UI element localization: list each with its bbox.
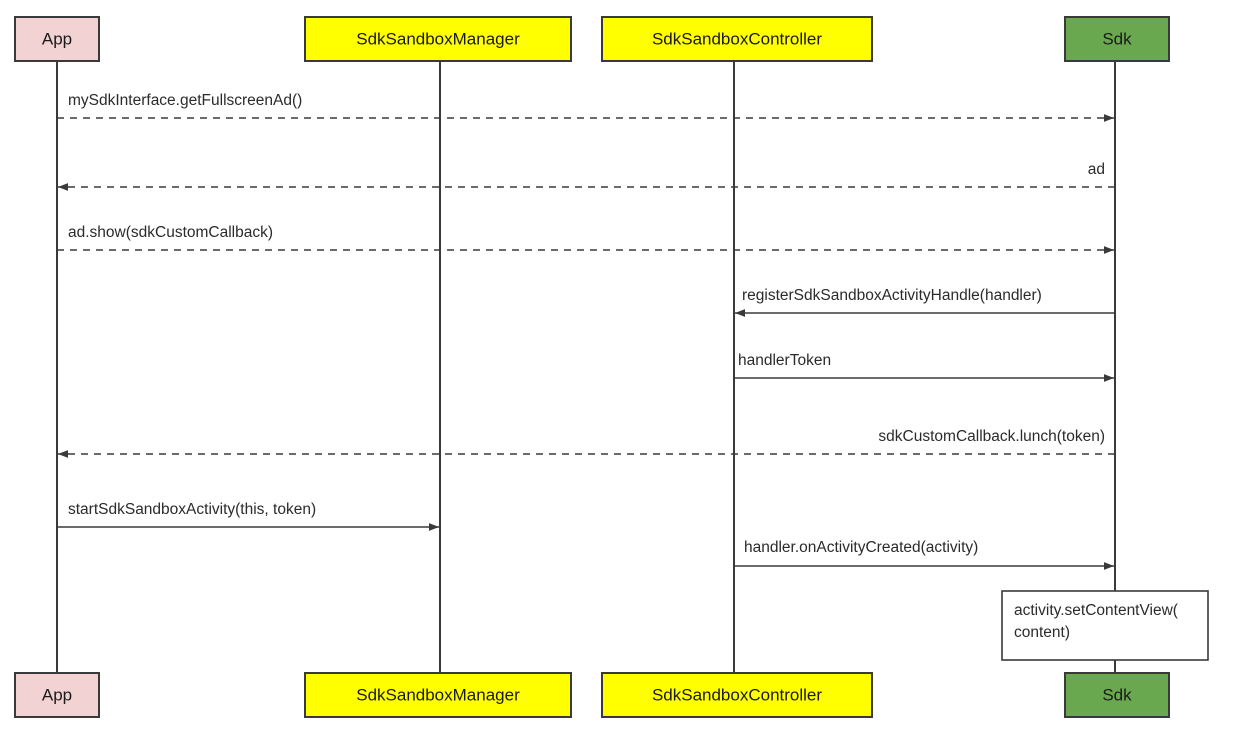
participant-label-sdk: Sdk	[1102, 685, 1132, 704]
msg-ad-show[interactable]: ad.show(sdkCustomCallback)	[57, 224, 1114, 254]
participant-label-sdk-sandbox-controller: SdkSandboxController	[652, 29, 822, 48]
participant-app-bottom[interactable]: App	[14, 672, 100, 718]
msg-register-handle[interactable]: registerSdkSandboxActivityHandle(handler…	[735, 287, 1115, 317]
participant-box-sdk[interactable]	[1064, 672, 1170, 718]
messages-layer: mySdkInterface.getFullscreenAd() ad ad.sho…	[57, 92, 1115, 570]
participant-label-app: App	[42, 685, 72, 704]
participant-sdk-sandbox-manager-top[interactable]: SdkSandboxManager	[304, 16, 572, 62]
participant-box-sdk-sandbox-manager[interactable]	[304, 672, 572, 718]
msg-on-activity-created-label: handler.onActivityCreated(activity)	[744, 539, 978, 556]
participant-box-app[interactable]	[14, 16, 100, 62]
participant-box-sdk[interactable]	[1064, 16, 1170, 62]
note-set-content-view-box[interactable]	[1001, 590, 1209, 661]
participant-box-app[interactable]	[14, 672, 100, 718]
msg-start-sandbox-activity[interactable]: startSdkSandboxActivity(this, token)	[57, 501, 439, 531]
msg-register-handle-label: registerSdkSandboxActivityHandle(handler…	[742, 287, 1042, 304]
msg-ad-show-label: ad.show(sdkCustomCallback)	[68, 224, 273, 241]
msg-custom-callback-lunch[interactable]: sdkCustomCallback.lunch(token)	[58, 428, 1115, 458]
participant-box-sdk-sandbox-manager[interactable]	[304, 16, 572, 62]
participant-sdk-top[interactable]: Sdk	[1064, 16, 1170, 62]
participant-label-sdk: Sdk	[1102, 29, 1132, 48]
participant-label-sdk-sandbox-manager: SdkSandboxManager	[356, 29, 520, 48]
participant-sdk-sandbox-controller-top[interactable]: SdkSandboxController	[601, 16, 873, 62]
msg-get-fullscreen-ad[interactable]: mySdkInterface.getFullscreenAd()	[57, 92, 1114, 122]
msg-on-activity-created[interactable]: handler.onActivityCreated(activity)	[734, 539, 1114, 570]
note-set-content-view[interactable]: activity.setContentView( content)	[1001, 590, 1209, 661]
msg-handler-token[interactable]: handlerToken	[734, 352, 1114, 382]
participant-label-app: App	[42, 29, 72, 48]
msg-start-sandbox-activity-label: startSdkSandboxActivity(this, token)	[68, 501, 316, 518]
note-set-content-view-line-0: activity.setContentView(	[1014, 602, 1179, 619]
participant-box-sdk-sandbox-controller[interactable]	[601, 672, 873, 718]
participant-sdk-bottom[interactable]: Sdk	[1064, 672, 1170, 718]
participant-sdk-sandbox-controller-bottom[interactable]: SdkSandboxController	[601, 672, 873, 718]
participant-label-sdk-sandbox-controller: SdkSandboxController	[652, 685, 822, 704]
msg-custom-callback-lunch-label: sdkCustomCallback.lunch(token)	[878, 428, 1105, 445]
msg-ad[interactable]: ad	[58, 161, 1115, 191]
participant-app-top[interactable]: App	[14, 16, 100, 62]
msg-get-fullscreen-ad-label: mySdkInterface.getFullscreenAd()	[68, 92, 302, 109]
lifelines-layer	[56, 61, 1116, 673]
participant-boxes-layer: AppAppSdkSandboxManagerSdkSandboxManager…	[14, 16, 1170, 718]
notes-layer: activity.setContentView( content)	[1001, 590, 1209, 661]
msg-handler-token-label: handlerToken	[738, 352, 831, 369]
note-set-content-view-line-1: content)	[1014, 624, 1070, 641]
msg-ad-label: ad	[1088, 161, 1105, 178]
participant-label-sdk-sandbox-manager: SdkSandboxManager	[356, 685, 520, 704]
participant-sdk-sandbox-manager-bottom[interactable]: SdkSandboxManager	[304, 672, 572, 718]
participant-box-sdk-sandbox-controller[interactable]	[601, 16, 873, 62]
